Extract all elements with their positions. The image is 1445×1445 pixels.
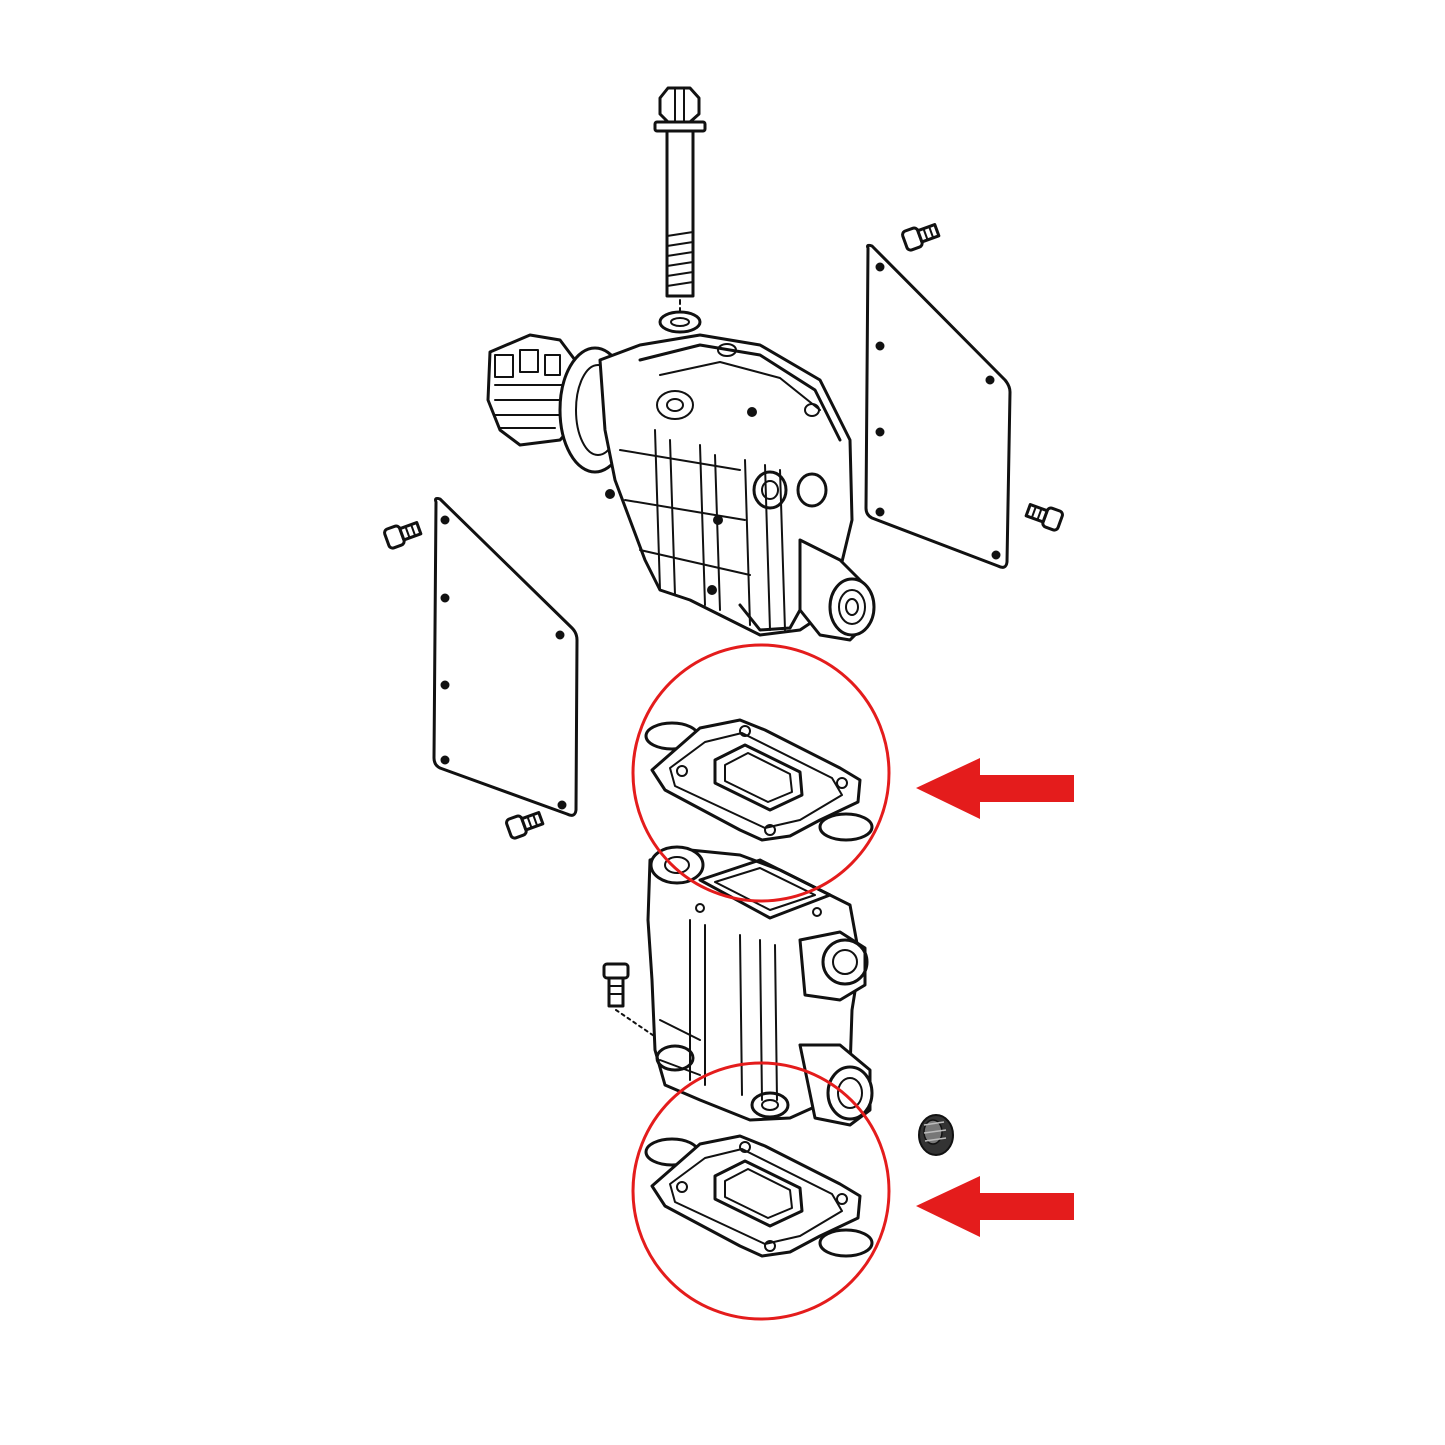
- washer-icon: [658, 299, 702, 334]
- lower-gasket-icon: [644, 1134, 874, 1258]
- riser-block-icon: [646, 845, 874, 1127]
- drain-plug-icon: [918, 1114, 954, 1156]
- long-bolt-icon: [653, 86, 707, 298]
- lower-gasket-highlight-circle: [631, 1061, 891, 1321]
- upper-gasket-icon: [644, 718, 874, 842]
- screw-icon: [383, 223, 1064, 1041]
- left-cover-plate-icon: [432, 496, 579, 817]
- elbow-housing-icon: [486, 333, 876, 642]
- right-cover-plate-icon: [864, 243, 1012, 569]
- upper-gasket-arrow-icon: [916, 758, 1074, 819]
- upper-gasket-highlight-circle: [631, 643, 891, 903]
- lower-gasket-arrow-icon: [916, 1176, 1074, 1237]
